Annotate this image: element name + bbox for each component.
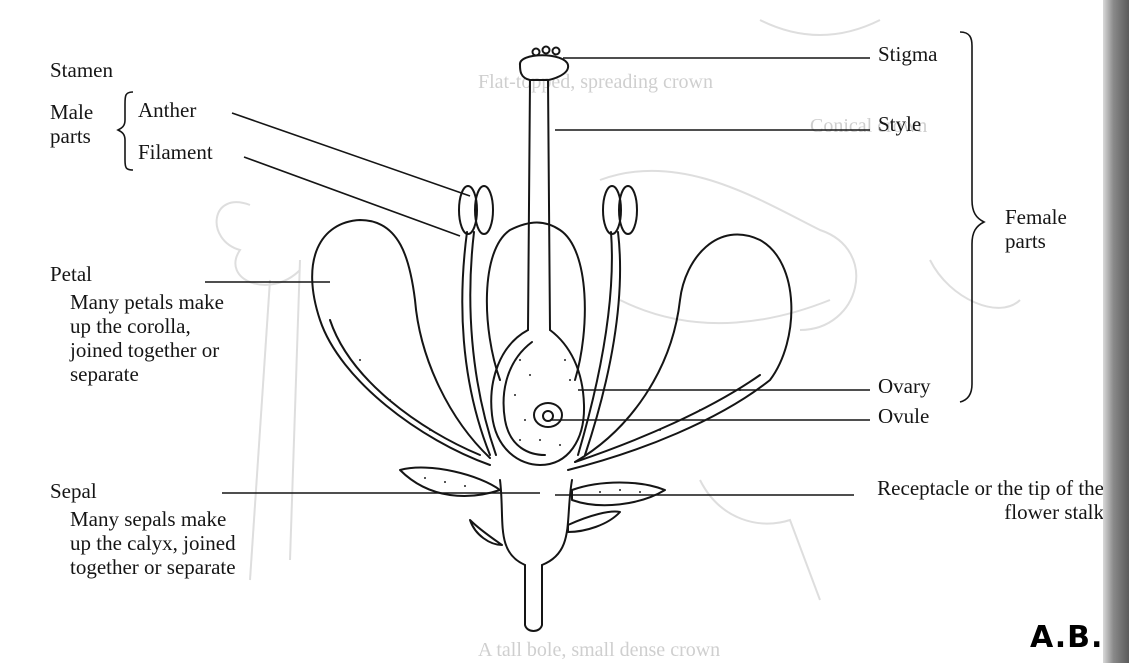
petal-left-inner (330, 320, 480, 455)
flower-stalk (525, 565, 542, 631)
stigma-lobe-3 (553, 48, 560, 55)
petal-title: Petal (50, 262, 92, 286)
ovule-label: Ovule (878, 404, 929, 428)
author-signature: A.B. (1030, 620, 1103, 655)
petal-right (568, 235, 791, 470)
petal-description: Many petals make up the corolla, joined … (70, 290, 238, 386)
sepal-right-lower (568, 512, 620, 532)
page-edge-shadow (1103, 0, 1129, 663)
receptacle-label: Receptacle or the tip of the flower stal… (852, 476, 1104, 524)
stigma-lobe-2 (543, 47, 550, 54)
anther-label: Anther (138, 98, 196, 122)
sepal-title: Sepal (50, 479, 97, 503)
sepal-left (400, 468, 500, 496)
ovule-shape (534, 403, 562, 427)
ovary-shape (491, 330, 584, 465)
male-parts-label: Male parts (50, 100, 116, 148)
sepal-left-lower (470, 520, 502, 545)
stamen-label: Stamen (50, 58, 113, 82)
sepal-right (572, 483, 665, 506)
sepal-description: Many sepals make up the calyx, joined to… (70, 507, 238, 579)
leader-filament (244, 157, 460, 236)
filament-right (578, 232, 620, 455)
stigma-lobe-1 (533, 49, 540, 56)
female-bracket (960, 32, 984, 402)
female-parts-label: Female parts (1005, 205, 1101, 253)
bleed-text-1: Flat-topped, spreading crown (478, 71, 713, 93)
filament-label: Filament (138, 140, 213, 164)
ovary-label: Ovary (878, 374, 930, 398)
petal-right-inner (575, 375, 760, 462)
male-bracket (118, 92, 133, 170)
ovary-wall (504, 342, 545, 455)
style-label: Style (878, 112, 921, 136)
leader-anther (232, 113, 470, 196)
style-column (528, 80, 550, 330)
stigma-label: Stigma (878, 42, 938, 66)
bleed-text-3: A tall bole, small dense crown (478, 639, 720, 661)
